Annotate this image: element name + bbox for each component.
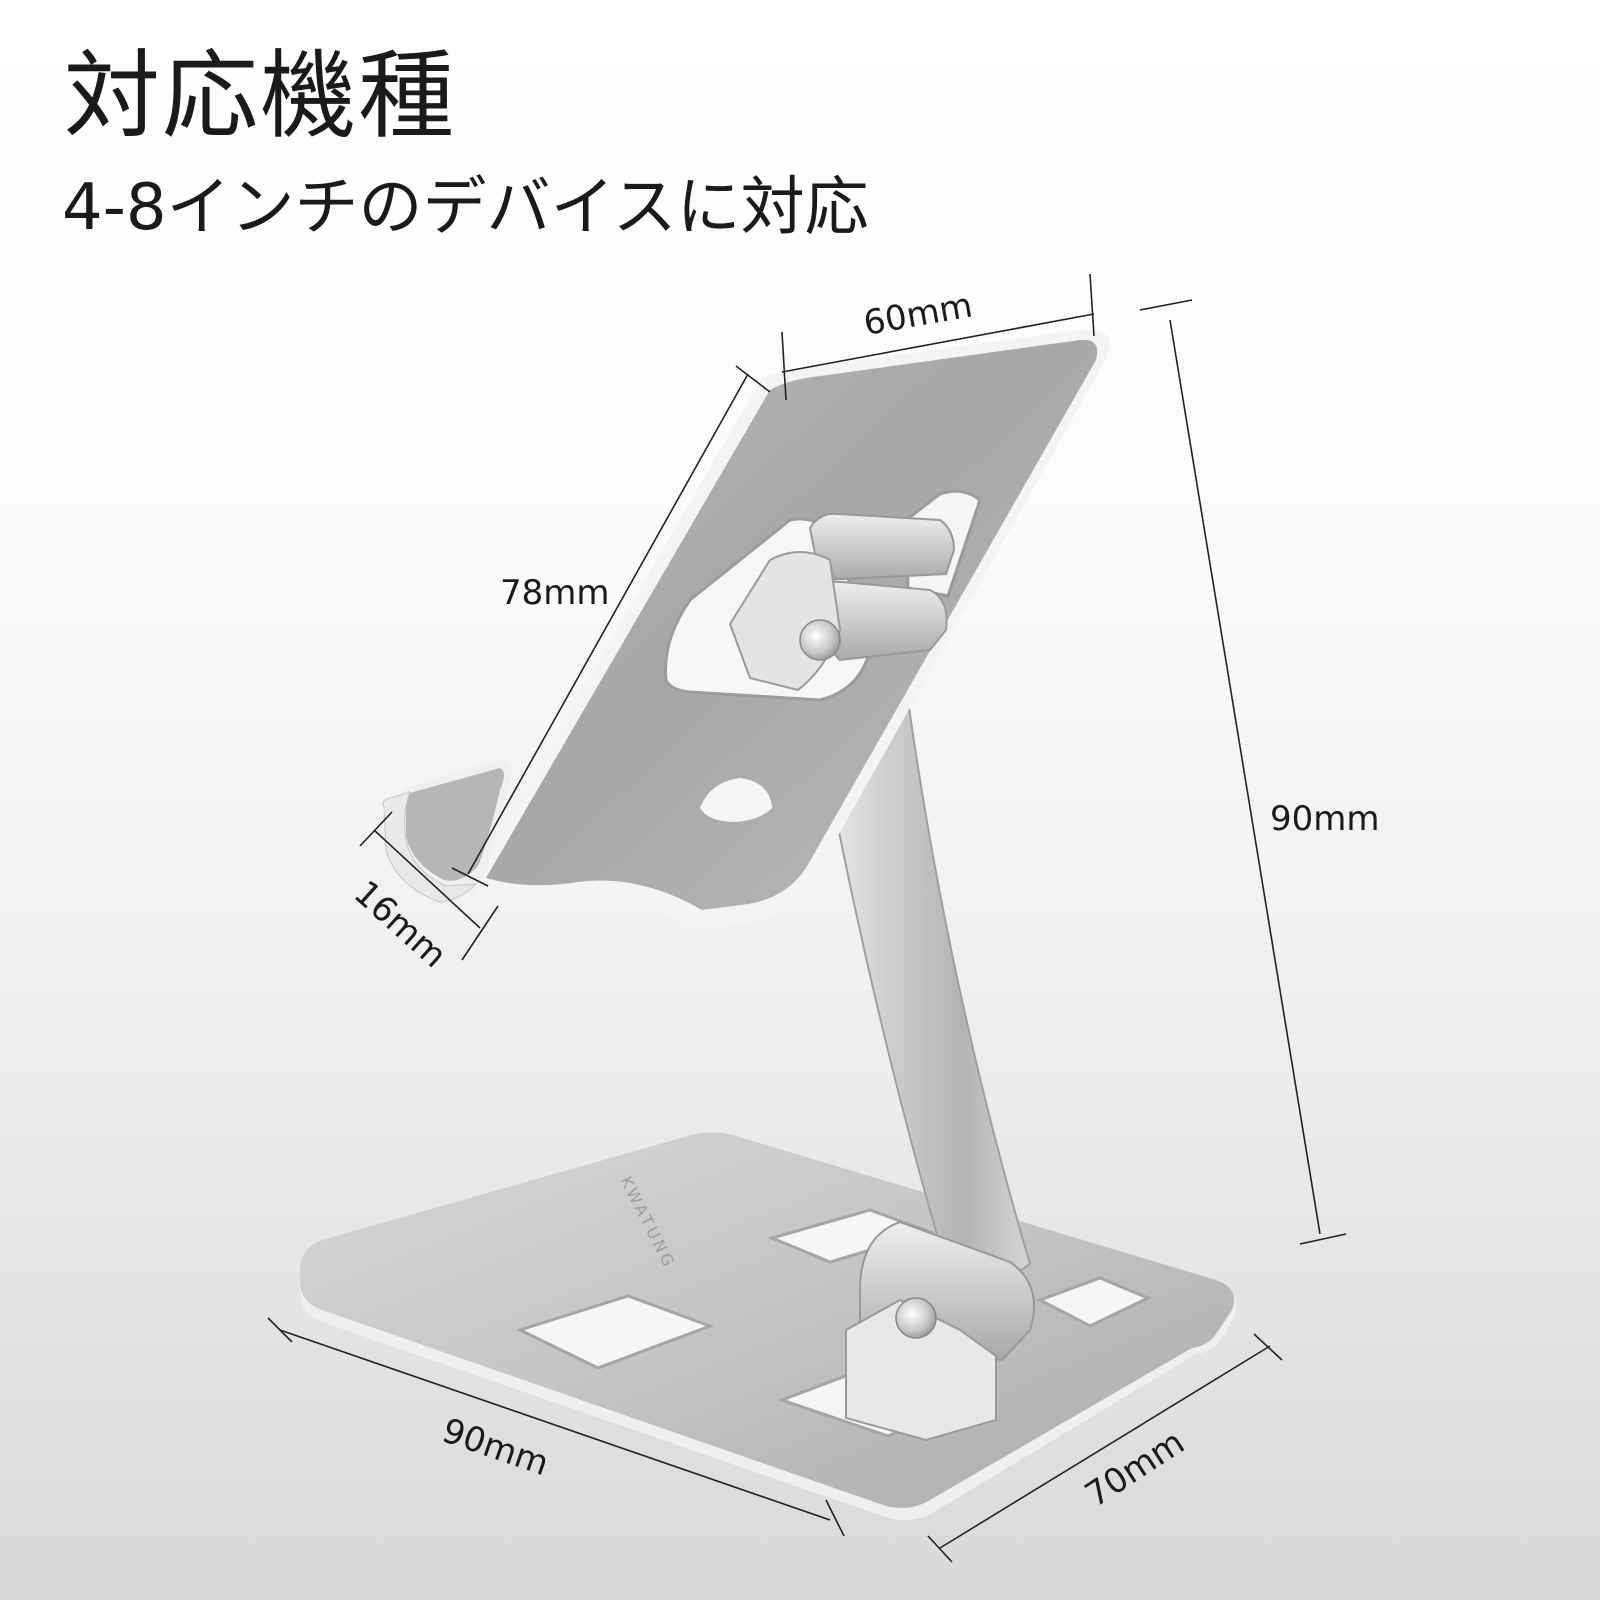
dim-height: 90mm	[1270, 799, 1380, 839]
dim-plate-length: 78mm	[500, 573, 610, 613]
page-title: 対応機種	[64, 40, 456, 152]
dimension-lines	[267, 273, 1347, 1563]
page-subtitle: 4-8インチのデバイスに対応	[62, 171, 869, 245]
lower-hinge	[845, 1220, 1036, 1442]
dim-base-length: 90mm	[437, 1411, 554, 1484]
dim-plate-width: 60mm	[861, 285, 976, 343]
lower-screw-icon	[895, 1297, 937, 1339]
support-arm	[806, 638, 1032, 1314]
upper-hinge	[728, 512, 956, 692]
upper-screw-icon	[799, 619, 841, 661]
dim-base-width: 70mm	[1078, 1422, 1192, 1515]
stand-base: KWATUNG	[300, 1132, 1237, 1520]
